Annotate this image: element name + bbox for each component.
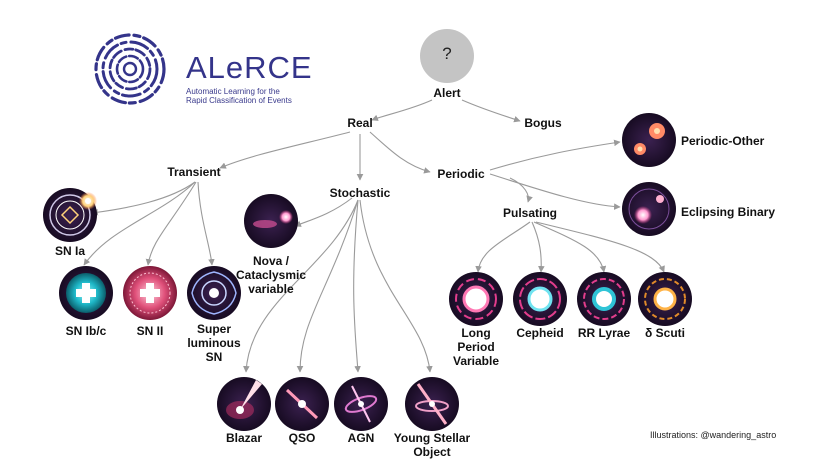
- edge-periodic-periodic-other: [489, 139, 621, 171]
- edges: [83, 99, 665, 373]
- node-stochastic: Stochastic: [329, 186, 391, 200]
- edge-transient-snia: [91, 181, 196, 216]
- node-lpv-line2: Period: [457, 340, 495, 354]
- delta-scuti-icon: [638, 272, 692, 326]
- yso-icon: [405, 377, 459, 431]
- node-rr-lyrae: RR Lyrae: [577, 326, 631, 340]
- node-periodic-other: Periodic-Other: [681, 134, 765, 148]
- nova-cv-icon: [244, 194, 298, 248]
- node-nova-line1: Nova /: [252, 254, 290, 268]
- node-slsn: Super luminous SN: [187, 322, 240, 364]
- node-slsn-line1: Super: [196, 322, 231, 336]
- periodic-other-icon: [622, 113, 676, 167]
- node-transient: Transient: [167, 165, 221, 179]
- node-sn-ibc: SN Ib/c: [65, 324, 107, 338]
- node-agn: AGN: [347, 431, 375, 445]
- alerce-logo-icon: [94, 33, 166, 105]
- node-lpv-line1: Long: [461, 326, 491, 340]
- edge-alert-bogus: [461, 99, 521, 123]
- edge-transient-snibc: [83, 181, 196, 266]
- node-eclipsing-binary: Eclipsing Binary: [681, 205, 776, 219]
- node-slsn-line2: luminous: [187, 336, 241, 350]
- edge-periodic-eclipsing: [489, 173, 621, 210]
- logo-wordmark: ALeRCE: [186, 50, 313, 85]
- node-sn-ia: SN Ia: [54, 244, 86, 258]
- edge-transient-slsn: [197, 181, 215, 266]
- logo-tagline-line2: Rapid Classification of Events: [186, 96, 292, 105]
- blazar-icon: [217, 377, 271, 431]
- node-alert: Alert: [433, 86, 461, 100]
- edge-real-periodic: [369, 131, 431, 174]
- node-blazar: Blazar: [225, 431, 263, 445]
- node-yso-line1: Young Stellar: [393, 431, 471, 445]
- cepheid-icon: [513, 272, 567, 326]
- alert-question-mark: ?: [442, 44, 452, 63]
- node-lpv-line3: Variable: [452, 354, 500, 368]
- rr-lyrae-icon: [577, 272, 631, 326]
- node-yso-line2: Object: [413, 445, 451, 459]
- edge-transient-snii: [145, 181, 197, 266]
- node-nova-cv: Nova / Cataclysmic variable: [236, 254, 306, 296]
- node-nova-line3: variable: [248, 282, 294, 296]
- node-nova-line2: Cataclysmic: [235, 268, 307, 282]
- edge-real-transient: [219, 131, 351, 169]
- eclipsing-binary-icon: [622, 182, 676, 236]
- edge-stochastic-yso: [359, 199, 433, 373]
- node-delta-scuti: δ Scuti: [645, 326, 685, 340]
- edge-pulsating-cepheid: [531, 221, 545, 273]
- edge-pulsating-lpv: [475, 221, 531, 273]
- node-bogus: Bogus: [524, 116, 562, 130]
- illustration-credit: Illustrations: @wandering_astro: [650, 430, 777, 440]
- slsn-icon: [187, 266, 241, 320]
- sn-ibc-icon: [59, 266, 113, 320]
- node-pulsating: Pulsating: [502, 206, 558, 220]
- edge-stochastic-blazar: [243, 199, 359, 373]
- node-periodic: Periodic: [437, 167, 485, 181]
- agn-icon: [334, 377, 388, 431]
- edge-stochastic-agn: [353, 199, 361, 373]
- node-slsn-line3: SN: [205, 350, 223, 364]
- sn-ii-icon: [123, 266, 177, 320]
- edge-pulsating-dscuti: [535, 221, 665, 273]
- edge-alert-real: [371, 99, 433, 121]
- alert-unknown-icon: [420, 29, 474, 83]
- node-real: Real: [347, 116, 373, 130]
- node-sn-ii: SN II: [136, 324, 164, 338]
- edge-stochastic-nova: [294, 197, 353, 227]
- edge-periodic-pulsating: [509, 177, 533, 203]
- logo-tagline-line1: Automatic Learning for the: [186, 87, 280, 96]
- qso-icon: [275, 377, 329, 431]
- edge-stochastic-qso: [296, 199, 359, 373]
- node-qso: QSO: [288, 431, 316, 445]
- lpv-icon: [449, 272, 503, 326]
- node-lpv: Long Period Variable: [453, 326, 499, 368]
- node-yso: Young Stellar Object: [394, 431, 470, 459]
- sn-ia-icon: [43, 188, 97, 242]
- edge-pulsating-rrlyrae: [533, 221, 607, 273]
- node-cepheid: Cepheid: [516, 326, 564, 340]
